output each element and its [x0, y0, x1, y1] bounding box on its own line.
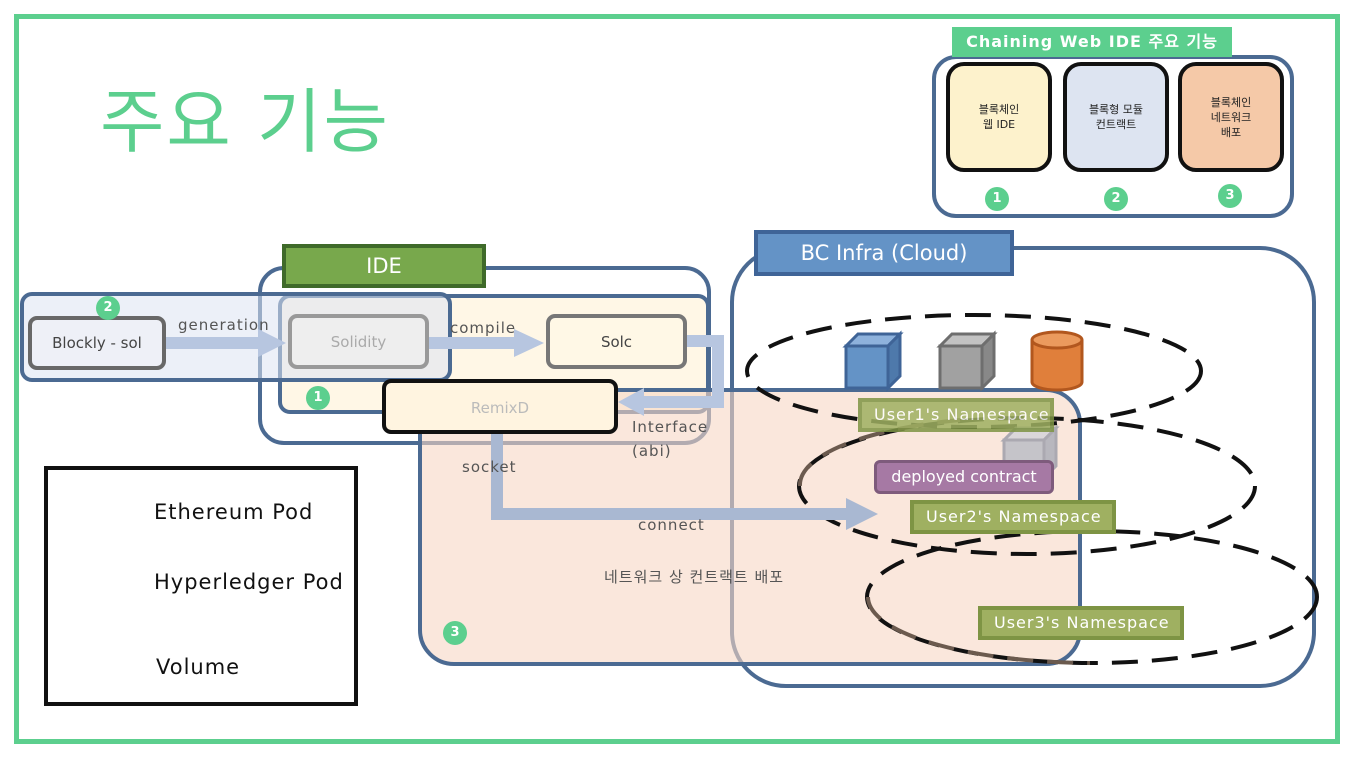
volume-icon [1030, 330, 1084, 392]
hyperledger-pod-icon [936, 330, 998, 392]
legend-box [44, 466, 358, 706]
connect-arrow [491, 434, 850, 520]
feature-summary-title: Chaining Web IDE 주요 기능 [952, 27, 1232, 57]
remixd-box: RemixD [382, 379, 618, 434]
interface-arrow [640, 335, 724, 408]
page-title: 주요 기능 [100, 81, 390, 163]
bc-infra-label: BC Infra (Cloud) [754, 230, 1014, 276]
ide-number-1: 1 [306, 386, 330, 410]
feature-number-2: 2 [1104, 187, 1128, 211]
feature-web-ide: 블록체인 웹 IDE [946, 62, 1052, 172]
feature-block-module: 블록형 모듈 컨트랙트 [1063, 62, 1169, 172]
solc-box: Solc [546, 314, 687, 369]
legend-volume-label: Volume [156, 655, 241, 679]
feature-number-1: 1 [985, 187, 1009, 211]
user2-namespace-label: User2's Namespace [910, 500, 1116, 534]
socket-label: socket [462, 458, 517, 476]
feature-network-deploy: 블록체인 네트워크 배포 [1178, 62, 1284, 172]
connect-label: connect [638, 516, 705, 534]
ethereum-pod-icon [842, 330, 904, 392]
user3-namespace-label: User3's Namespace [978, 606, 1184, 640]
legend-ethereum-label: Ethereum Pod [154, 500, 314, 524]
blockly-number-2: 2 [96, 296, 120, 320]
deploy-number-3: 3 [443, 621, 467, 645]
feature-number-3: 3 [1218, 184, 1242, 208]
user1-namespace-label: User1's Namespace [858, 398, 1054, 432]
interface-label: Interface [632, 418, 709, 436]
generation-label: generation [178, 316, 270, 334]
legend-hyperledger-label: Hyperledger Pod [154, 570, 344, 594]
blockly-sol-box: Blockly - sol [28, 316, 166, 370]
deployed-contract-label: deployed contract [874, 460, 1054, 494]
compile-label: compile [450, 319, 517, 337]
abi-label: (abi) [632, 442, 672, 460]
deploy-caption: 네트워크 상 컨트랙트 배포 [604, 568, 785, 586]
slide-frame [14, 14, 1340, 744]
feature-summary-box [932, 55, 1294, 218]
solidity-box: Solidity [288, 314, 429, 369]
ide-label: IDE [282, 244, 486, 288]
